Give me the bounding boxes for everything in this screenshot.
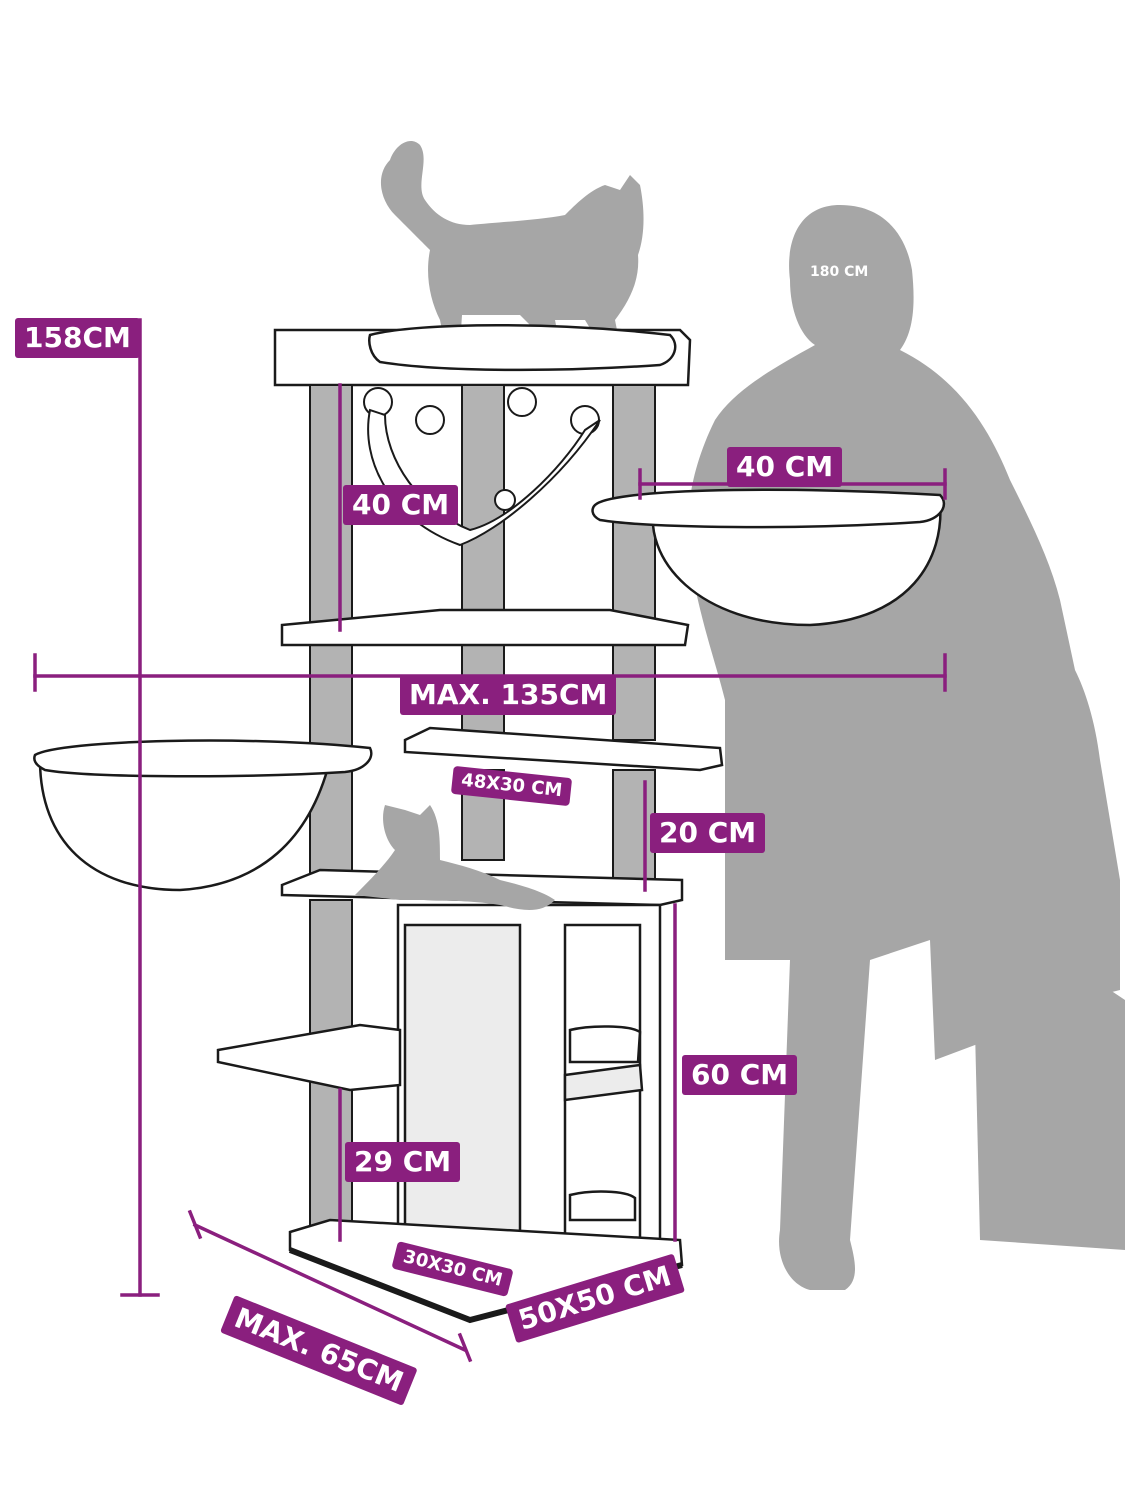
shelf-48x30 [403,726,724,772]
lower-platform [216,1023,402,1092]
left-basket [33,739,373,892]
person-silhouette [690,205,1125,1290]
lower-post-height-label: 29 CM [345,1142,461,1182]
right-basket [591,488,946,627]
top-platform [273,324,692,387]
mid-post-height-label: 20 CM [650,813,766,853]
max-width-label: MAX. 135CM [400,675,617,715]
lying-cat-silhouette [355,805,555,910]
top-post-height-label: 40 CM [343,485,459,525]
hammock-width-label: 40 CM [727,447,843,487]
middle-platform [280,608,690,647]
standing-cat-silhouette [380,140,644,345]
total-height-label: 158CM [15,318,140,358]
person-height-label: 180 CM [810,264,869,280]
box-height-label: 60 CM [682,1055,798,1095]
